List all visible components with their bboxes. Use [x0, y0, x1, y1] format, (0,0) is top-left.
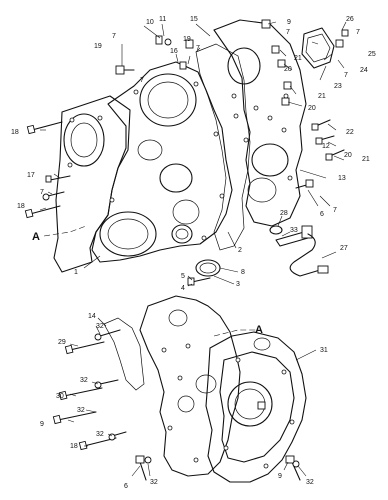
callout-13: 13	[338, 175, 346, 182]
callout-21: 21	[362, 156, 370, 163]
callout-7: 7	[344, 72, 348, 79]
callout-32: 32	[77, 407, 85, 414]
callout-20: 20	[308, 105, 316, 112]
callout-20: 20	[284, 66, 292, 73]
callout-18: 18	[11, 129, 19, 136]
leader-lines-top	[39, 21, 347, 287]
callout-18: 18	[70, 443, 78, 450]
callout-29: 29	[58, 339, 66, 346]
callout-8: 8	[241, 269, 245, 276]
callout-32: 32	[306, 479, 314, 486]
callout-5: 5	[181, 273, 185, 280]
callouts-bottom: 14 32 29 32 30 32 9 18 32 6 32 9 32 31	[40, 313, 328, 490]
callout-14: 14	[88, 313, 96, 320]
callout-32: 32	[96, 323, 104, 330]
callout-7: 7	[112, 33, 116, 40]
callout-9: 9	[278, 473, 282, 480]
callout-32: 32	[96, 431, 104, 438]
callout-22: 22	[346, 129, 354, 136]
front-housing-left	[53, 95, 131, 273]
callout-21: 21	[294, 55, 302, 62]
callout-28: 28	[280, 210, 288, 217]
callout-32: 32	[80, 377, 88, 384]
callout-2: 2	[238, 247, 242, 254]
callout-21: 21	[318, 93, 326, 100]
speed-sensor-33	[275, 225, 329, 277]
leader-lines-bottom	[67, 317, 317, 477]
callout-31: 31	[320, 347, 328, 354]
bolts-bottom	[52, 329, 301, 481]
callout-7: 7	[40, 189, 44, 196]
section-marker-a: A	[32, 231, 40, 243]
callout-25: 25	[368, 51, 376, 58]
callout-11: 11	[159, 16, 166, 23]
timing-gear-housing	[91, 61, 233, 263]
seal-cap	[171, 224, 193, 244]
callouts-top: 10 11 15 9 26 7 7 7 19 16 19 7 21 20 25 …	[11, 16, 376, 292]
callout-7: 7	[286, 29, 290, 36]
section-line-a-top: A	[32, 225, 87, 243]
callout-20: 20	[344, 152, 352, 159]
gasket-2	[195, 43, 251, 251]
section-line-a-bottom: A	[213, 324, 263, 337]
callout-6: 6	[320, 211, 324, 218]
callout-7: 7	[196, 45, 200, 52]
callout-7: 7	[356, 29, 360, 36]
callout-24: 24	[360, 67, 368, 74]
callout-12: 12	[322, 143, 330, 150]
callout-19: 19	[183, 36, 191, 43]
cover-housing-31	[205, 331, 307, 483]
callout-9: 9	[40, 421, 44, 428]
callout-18: 18	[17, 203, 25, 210]
callout-26: 26	[346, 16, 354, 23]
callout-23: 23	[334, 83, 342, 90]
callout-9: 9	[287, 19, 291, 26]
front-plate-lower	[139, 295, 241, 477]
callout-7: 7	[140, 77, 144, 84]
callout-6: 6	[124, 483, 128, 490]
o-ring-28	[269, 225, 283, 235]
callout-3: 3	[236, 281, 240, 288]
callout-1: 1	[74, 269, 78, 276]
callout-15: 15	[190, 16, 198, 23]
access-cover-23	[301, 27, 335, 69]
callout-16: 16	[170, 48, 178, 55]
callout-32: 32	[150, 479, 158, 486]
callout-30: 30	[56, 393, 64, 400]
callout-33: 33	[290, 227, 298, 234]
callout-4: 4	[181, 285, 185, 292]
front-cover-plate	[213, 19, 307, 227]
section-marker-a: A	[255, 324, 263, 336]
seal-ring-8	[195, 259, 221, 277]
callout-27: 27	[340, 245, 348, 252]
callout-17: 17	[27, 172, 35, 179]
bolts-top	[24, 19, 349, 286]
gasket-14	[103, 317, 145, 391]
callout-7: 7	[333, 207, 337, 214]
callout-19: 19	[94, 43, 102, 50]
callout-10: 10	[146, 19, 154, 26]
